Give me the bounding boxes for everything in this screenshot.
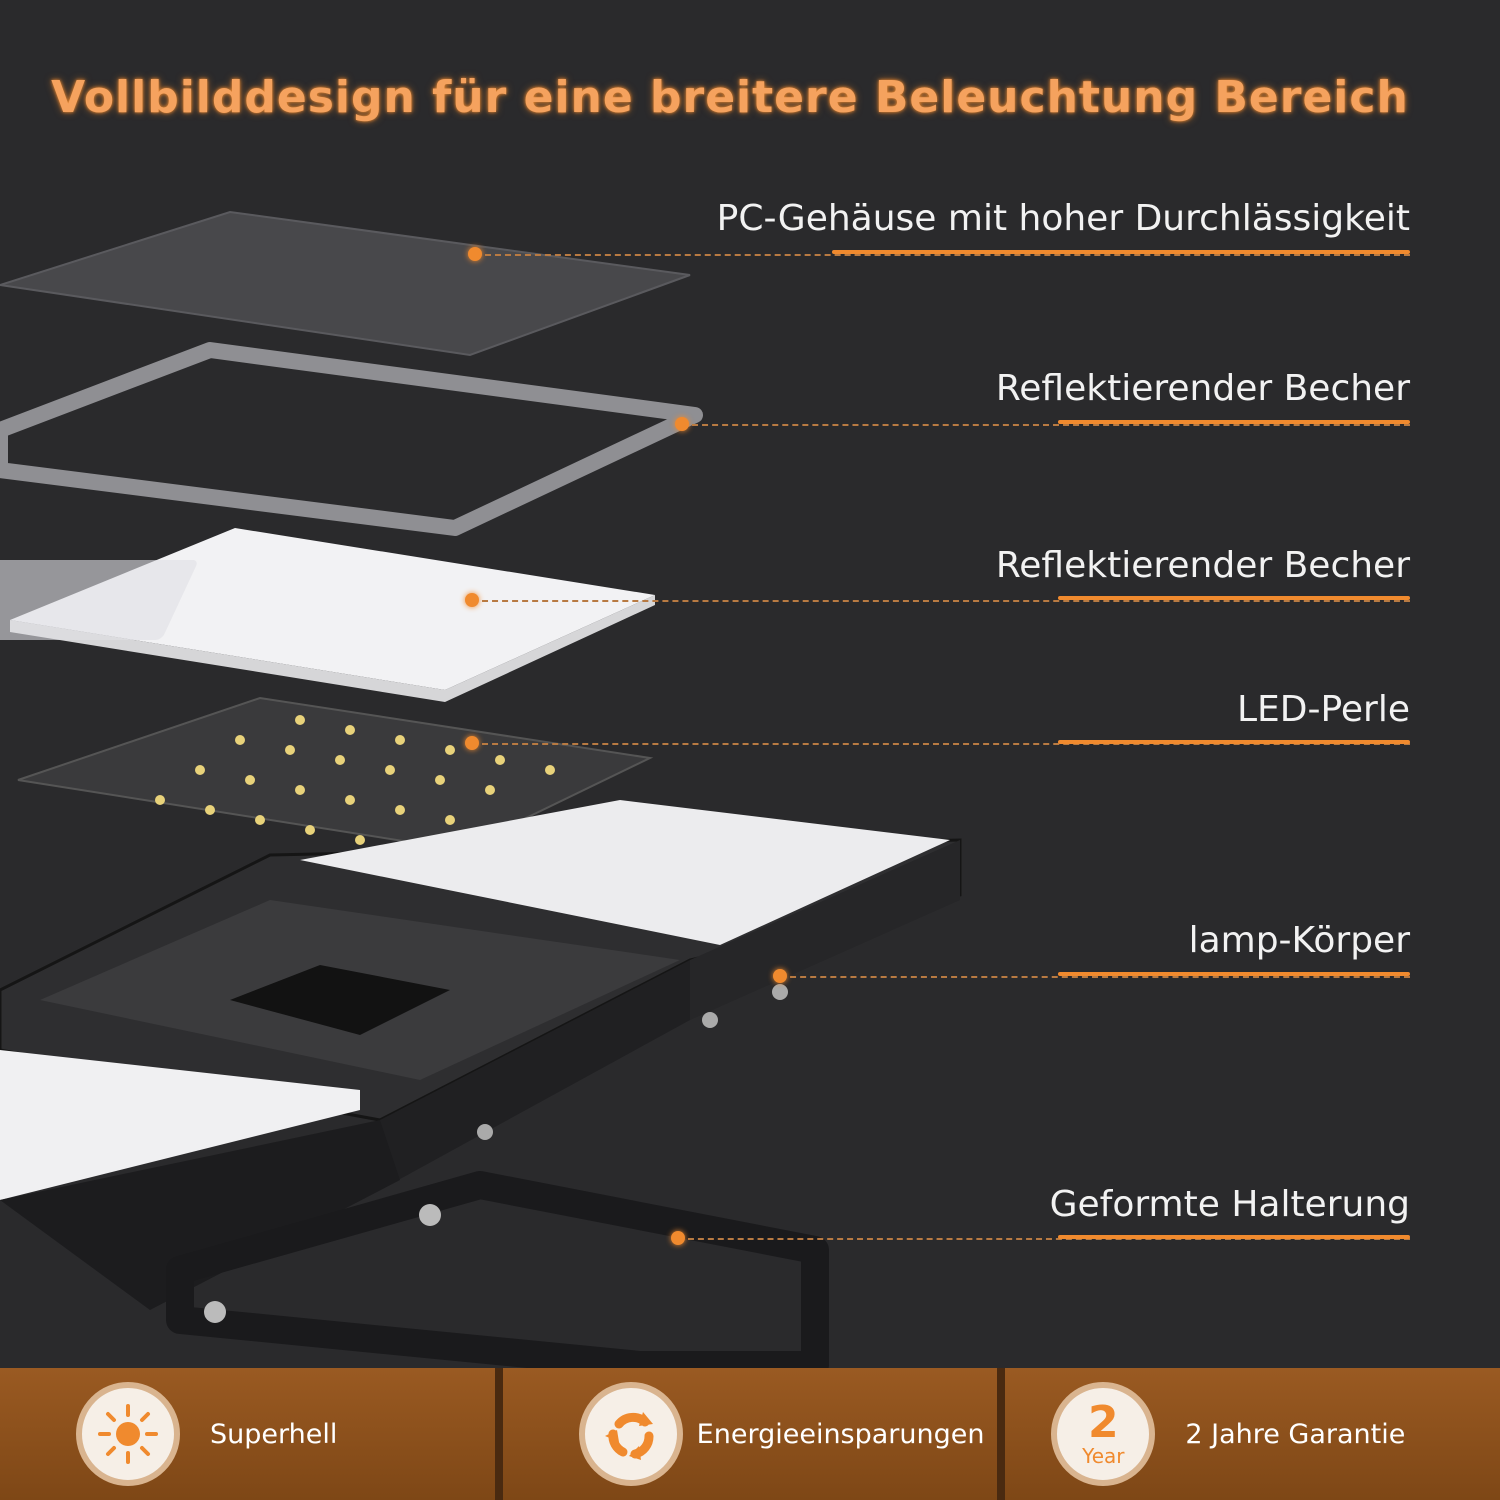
callout-underline xyxy=(1058,596,1410,600)
callout-led-pcb: LED-Perle xyxy=(1237,689,1410,730)
recycle-icon xyxy=(578,1382,683,1486)
callout-label: Geformte Halterung xyxy=(1049,1184,1410,1225)
reflector-frame-layer xyxy=(0,342,703,536)
leader-line-bracket xyxy=(678,1238,1410,1240)
marker-dot-led-pcb xyxy=(465,736,479,750)
callout-reflector-frame: Reflektierender Becher xyxy=(996,368,1410,409)
callout-label: lamp-Körper xyxy=(1188,920,1410,961)
callout-label: LED-Perle xyxy=(1236,689,1410,730)
callout-underline xyxy=(1058,420,1410,424)
feature-label: Energieeinsparungen xyxy=(696,1418,985,1450)
led-pcb-layer xyxy=(17,696,654,852)
marker-dot-pc-cover xyxy=(468,247,482,261)
feature-label: 2 Jahre Garantie xyxy=(1185,1418,1406,1450)
leader-line-reflector-frame xyxy=(682,424,1410,426)
leader-line-led-pcb xyxy=(472,743,1410,745)
feature-energieeinsparungen: Energieeinsparungen xyxy=(502,1368,1006,1500)
callout-reflector-plate: Reflektierender Becher xyxy=(996,545,1410,586)
callout-label: Reflektierender Becher xyxy=(995,368,1410,409)
page-title: Vollbilddesign für eine breitere Beleuch… xyxy=(51,72,1409,123)
marker-dot-lamp-body xyxy=(773,969,787,983)
callout-pc-cover: PC-Gehäuse mit hoher Durchlässigkeit xyxy=(717,198,1410,239)
pc-cover-layer xyxy=(0,210,691,357)
marker-dot-reflector-frame xyxy=(675,417,689,431)
leader-line-lamp-body xyxy=(780,976,1410,978)
callout-bracket: Geformte Halterung xyxy=(1050,1184,1410,1225)
sun-icon xyxy=(76,1382,180,1486)
callout-underline xyxy=(1058,972,1410,976)
callout-underline xyxy=(832,250,1410,254)
feature-label: Superhell xyxy=(210,1418,338,1450)
leader-line-reflector-plate xyxy=(472,600,1410,602)
leader-line-pc-cover xyxy=(475,254,1410,256)
lamp-body-layer xyxy=(0,800,962,1310)
feature-bar: Superhell Energieeinsparungen 2 Year xyxy=(0,1368,1500,1500)
callout-label: Reflektierender Becher xyxy=(995,545,1410,586)
exploded-floodlight-illustration xyxy=(0,210,962,1370)
callout-lamp-body: lamp-Körper xyxy=(1189,920,1410,961)
feature-garantie: 2 Year 2 Jahre Garantie xyxy=(1005,1368,1500,1500)
callout-underline xyxy=(1058,1235,1410,1239)
feature-superhell: Superhell xyxy=(0,1368,503,1500)
reflector-plate-layer xyxy=(0,528,655,702)
callout-label: PC-Gehäuse mit hoher Durchlässigkeit xyxy=(716,198,1410,239)
callout-underline xyxy=(1058,740,1410,744)
marker-dot-reflector-plate xyxy=(465,593,479,607)
marker-dot-bracket xyxy=(671,1231,685,1245)
warranty-icon: 2 Year xyxy=(1051,1382,1156,1486)
warranty-unit: Year xyxy=(1082,1444,1125,1468)
warranty-years: 2 xyxy=(1088,1397,1119,1448)
mounting-bracket-layer xyxy=(166,1171,829,1370)
